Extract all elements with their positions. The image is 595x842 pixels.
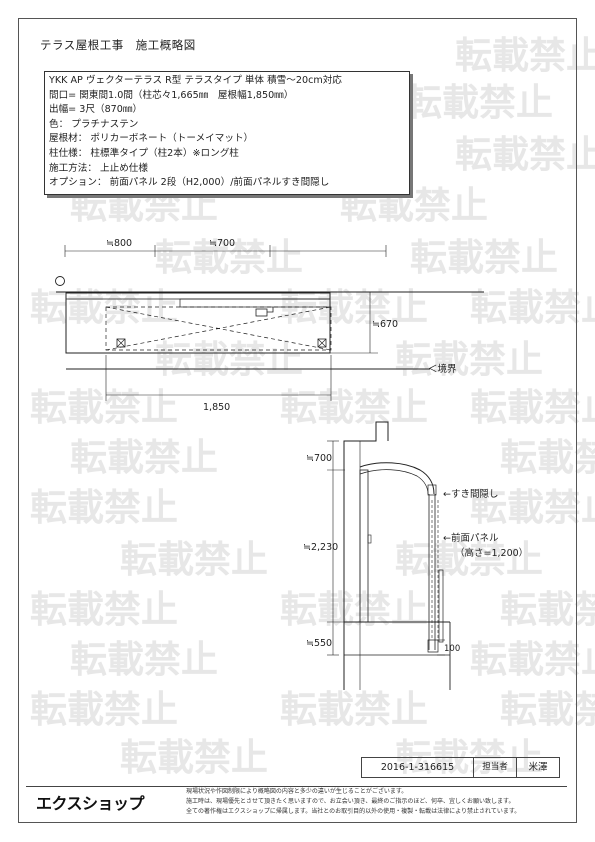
- watermark-text: 転載禁止: [470, 486, 595, 529]
- spec-line-width: 間口= 関東間1.0間（柱芯々1,665㎜ 屋根幅1,850㎜）: [49, 89, 294, 101]
- company-logo: エクスショップ: [36, 794, 145, 813]
- spec-line-options: オプション： 前面パネル 2段（H2,000）/前面パネルすき間隠し: [49, 177, 330, 189]
- note-line-2: 施工時は、現場優先とさせて頂きたく思いますので、お立会い頂き、最終のご指示のほど…: [186, 798, 515, 805]
- page-title: テラス屋根工事 施工概略図: [40, 38, 196, 52]
- watermark-text: 転載禁止: [500, 436, 595, 479]
- watermark-text: 転載禁止: [30, 688, 178, 731]
- gap-cover: [427, 484, 437, 496]
- person-name: 米澤: [528, 762, 548, 773]
- roof-outline: [65, 292, 331, 354]
- boundary-label: ＜境界: [428, 363, 457, 375]
- watermark-text: 転載禁止: [470, 286, 595, 329]
- section-dim-top: ≒700: [306, 453, 332, 464]
- plan-dim-top-left: ≒800: [106, 238, 132, 249]
- spec-box: YKK AP ヴェクターテラス R型 テラスタイプ 単体 積雪～20cm対応 間…: [44, 71, 410, 195]
- watermark-text: 転載禁止: [395, 538, 543, 581]
- watermark-text: 転載禁止: [500, 588, 595, 631]
- title-block: 2016-1-316615 担当者 米澤: [361, 757, 560, 778]
- roof-curve-inner: [359, 469, 429, 495]
- spec-line-depth: 出幅= 3尺（870㎜）: [49, 104, 143, 116]
- footer-notes: 現場状況や作図制限により概略図の内容と多少の違いが生じることがございます。 施工…: [186, 787, 566, 817]
- post-left: [116, 338, 126, 348]
- plan-dim-right: ≒670: [372, 319, 398, 330]
- spec-line-roof-material: 屋根材： ポリカーボネート（トーメイマット）: [49, 133, 254, 145]
- watermark-text: 転載禁止: [405, 81, 553, 124]
- section-dim-bottom: ≒550: [306, 638, 332, 649]
- watermark-text: 転載禁止: [470, 386, 595, 429]
- section-dim-height: ≒2,230: [303, 542, 338, 553]
- watermark-text: 転載禁止: [30, 486, 178, 529]
- watermark-text: 転載禁止: [155, 338, 303, 381]
- watermark-text: 転載禁止: [120, 538, 268, 581]
- label-gap-cover: ←すき間隠し: [443, 488, 498, 500]
- watermark-text: 転載禁止: [280, 588, 428, 631]
- watermark-text: 転載禁止: [455, 133, 595, 176]
- wall-marker-circle: [55, 276, 65, 286]
- watermark-text: 転載禁止: [30, 386, 178, 429]
- spec-line-post: 柱仕様： 柱標準タイプ（柱2本）※ロング柱: [49, 147, 239, 159]
- watermark-text: 転載禁止: [155, 236, 303, 279]
- doc-number: 2016-1-316615: [362, 758, 474, 777]
- roof-frame-dashed: [105, 306, 332, 351]
- label-front-panel: ←前面パネル: [443, 532, 499, 544]
- roof-curve-outer: [359, 462, 435, 495]
- watermark-text: 転載禁止: [500, 688, 595, 731]
- watermark-text: 転載禁止: [470, 638, 595, 681]
- watermark-text: 転載禁止: [30, 588, 178, 631]
- watermark-text: 転載禁止: [280, 688, 428, 731]
- plan-dim-bottom: 1,850: [203, 402, 230, 413]
- person-label: 担当者: [474, 758, 517, 777]
- section-view: [327, 421, 451, 690]
- watermark-text: 転載禁止: [70, 638, 218, 681]
- spec-line-color: 色： プラチナステン: [49, 118, 139, 130]
- watermark-text: 転載禁止: [395, 338, 543, 381]
- section-dim-small: 100: [444, 644, 460, 654]
- watermark-text: 転載禁止: [280, 386, 428, 429]
- label-panel-height: （高さ=1,200）: [455, 547, 528, 559]
- spec-line-install-method: 施工方法： 上止め仕様: [49, 162, 148, 174]
- house-wall-section: [343, 421, 389, 690]
- watermark-text: 転載禁止: [70, 436, 218, 479]
- drain-fitting: [255, 308, 268, 317]
- spec-line-product: YKK AP ヴェクターテラス R型 テラスタイプ 単体 積雪～20cm対応: [49, 75, 342, 86]
- watermark-text: 転載禁止: [455, 34, 595, 77]
- watermark-text: 転載禁止: [410, 236, 558, 279]
- plan-dim-top-mid: ≒700: [209, 238, 235, 249]
- footer-bar: [26, 786, 567, 819]
- watermark-text: 転載禁止: [120, 736, 268, 779]
- note-line-1: 現場状況や作図制限により概略図の内容と多少の違いが生じることがございます。: [186, 788, 408, 795]
- note-line-3: 全ての著作権はエクスショップに帰属します。当社とのお取引目的以外の使用・複製・転…: [186, 808, 521, 815]
- sheet-border: [18, 18, 577, 823]
- plan-view: [55, 245, 484, 401]
- post-right: [317, 338, 327, 348]
